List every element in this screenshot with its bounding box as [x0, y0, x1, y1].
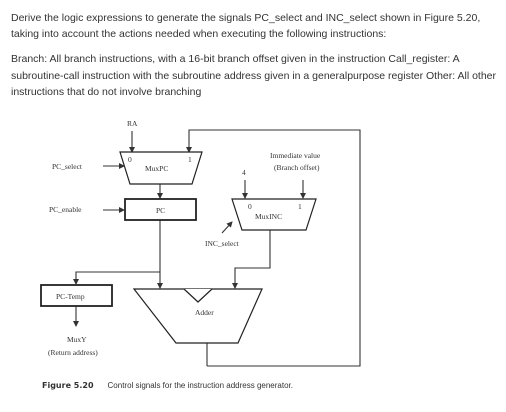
pc-to-pctemp-wire	[73, 271, 160, 285]
pc-select-label: PC_select	[52, 162, 83, 171]
pc-label: PC	[156, 206, 165, 215]
figure-caption-text: Control signals for the instruction addr…	[107, 381, 293, 390]
muxinc-input-1: 1	[298, 202, 302, 211]
muxpc-mux	[119, 151, 203, 185]
adder-label: Adder	[195, 308, 214, 317]
question-text: Derive the logic expressions to generate…	[11, 10, 499, 109]
ra-label: RA	[127, 119, 138, 128]
pctemp-register	[40, 284, 113, 307]
inc-select-arrow	[221, 221, 233, 234]
inc-select-label: INC_select	[205, 239, 240, 248]
constant-4-label: 4	[242, 168, 246, 177]
return-address-label: (Return address)	[48, 348, 98, 357]
immediate-label-line2: (Branch offset)	[274, 163, 320, 172]
muxpc-label: MuxPC	[145, 164, 168, 173]
feedback-wire	[186, 129, 361, 367]
adder-unit	[132, 288, 263, 344]
pctemp-label: PC-Temp	[56, 292, 85, 301]
question-paragraph-2: Branch: All branch instructions, with a …	[11, 53, 497, 98]
figure-number: Figure 5.20	[42, 381, 94, 390]
question-paragraph-1: Derive the logic expressions to generate…	[11, 12, 481, 41]
immediate-label-line1: Immediate value	[270, 151, 321, 160]
muxinc-to-adder-wire	[232, 230, 271, 289]
pc-enable-label: PC_enable	[49, 205, 82, 214]
figure-caption: Figure 5.20 Control signals for the instr…	[42, 381, 293, 390]
muxinc-mux	[231, 198, 317, 231]
muxinc-input-0: 0	[248, 202, 252, 211]
muxpc-input-0: 0	[128, 155, 132, 164]
muxpc-input-1: 1	[188, 155, 192, 164]
muxinc-label: MuxINC	[255, 212, 282, 221]
muxy-label: MuxY	[67, 335, 87, 344]
pc-register	[124, 198, 197, 221]
adder-notch	[183, 288, 213, 303]
